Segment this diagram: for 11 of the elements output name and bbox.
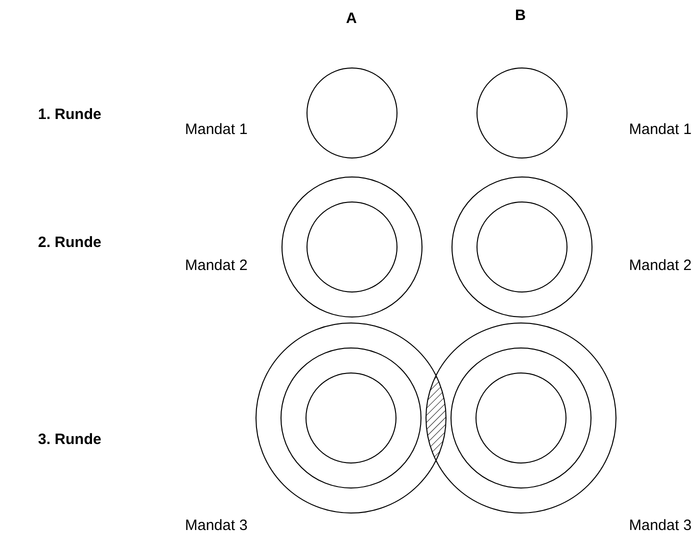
round-label: 2. Runde <box>38 234 102 252</box>
seat-label: Mandat 2 <box>185 257 248 275</box>
round-label: 1. Runde <box>38 106 102 124</box>
seat-label: Mandat 2 <box>629 257 692 275</box>
round-label: 3. Runde <box>38 431 102 449</box>
seat-label: Mandat 3 <box>629 517 692 535</box>
seat-label: Mandat 3 <box>185 517 248 535</box>
seat-label: Mandat 1 <box>185 121 248 139</box>
column-header: B <box>515 7 526 25</box>
column-header: A <box>346 10 357 28</box>
seat-label: Mandat 1 <box>629 121 692 139</box>
